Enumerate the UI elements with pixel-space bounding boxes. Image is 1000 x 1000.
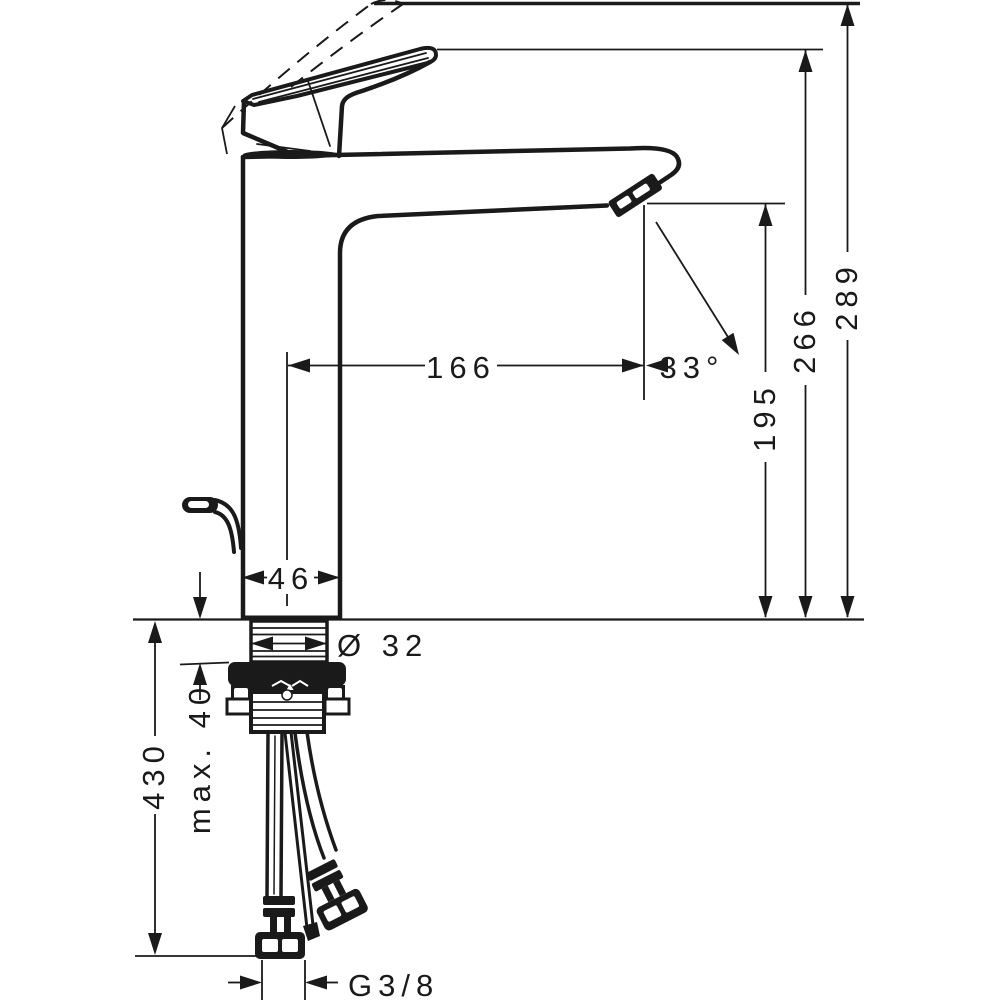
- dim-289: [840, 4, 855, 618]
- dim-46: [242, 570, 340, 585]
- dim-166: [288, 358, 644, 373]
- dim-430: [148, 621, 162, 955]
- handle-lever: [240, 45, 438, 159]
- dim-label-46: 46: [268, 561, 314, 596]
- dim-266: [798, 50, 813, 618]
- dim-label-166: 166: [426, 350, 496, 385]
- dim-label-33deg: 33°: [660, 350, 725, 385]
- dim-label-g38: G3/8: [348, 968, 439, 1000]
- faucet-body: [240, 145, 682, 621]
- aerator: [608, 173, 662, 217]
- extension-lines: [133, 1, 864, 1000]
- dim-label-266: 266: [787, 304, 822, 374]
- dim-33-arrow: [646, 358, 668, 373]
- dim-label-289: 289: [829, 261, 864, 331]
- hose-connector-left: [255, 896, 305, 959]
- dim-label-max40: max. 40: [182, 682, 217, 834]
- mounting-nut: [225, 662, 351, 734]
- dim-g38: [228, 975, 338, 990]
- handle-escutcheon: [243, 150, 339, 159]
- popup-rod: [182, 497, 243, 554]
- dim-label-o32: Ø 32: [337, 628, 428, 663]
- dim-195: [758, 204, 773, 618]
- dim-label-430: 430: [136, 740, 171, 810]
- spray-angle-line: [655, 221, 739, 355]
- mounting-stud-tip: [303, 922, 320, 941]
- dim-o32: [251, 636, 327, 651]
- dim-label-195: 195: [747, 382, 782, 452]
- handle-raised-edge: [221, 105, 236, 155]
- supply-hoses: [265, 730, 338, 930]
- hose-connector-right: [306, 859, 368, 931]
- dim-max40: [193, 572, 207, 700]
